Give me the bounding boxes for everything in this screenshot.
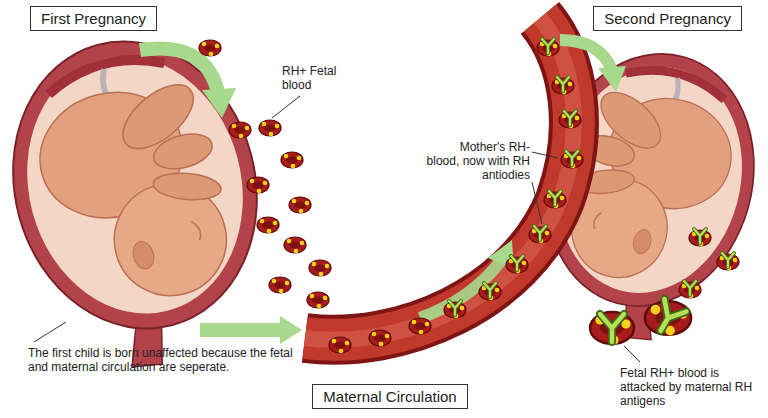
- first-uterus: [0, 14, 297, 390]
- label-box: Second Pregnancy: [593, 6, 742, 31]
- annotation: Mother's RH- blood, now with RH antiodie…: [425, 140, 530, 182]
- annotation: The first child is born unaffected becau…: [28, 346, 298, 374]
- green-arrows: [140, 40, 626, 344]
- box-title: Maternal Circulation: [323, 388, 456, 405]
- fetal-blood-cells: [199, 40, 431, 353]
- label-box: Maternal Circulation: [312, 384, 467, 409]
- antibody-cells: [444, 39, 739, 345]
- annotation: Fetal RH+ blood is attacked by maternal …: [620, 366, 762, 408]
- blood-vessel: [305, 18, 574, 340]
- annotation: RH+ Fetal blood: [282, 64, 362, 92]
- box-title: Second Pregnancy: [604, 10, 731, 27]
- box-title: First Pregnancy: [41, 10, 146, 27]
- leader-lines: [34, 96, 640, 362]
- label-box: First Pregnancy: [30, 6, 157, 31]
